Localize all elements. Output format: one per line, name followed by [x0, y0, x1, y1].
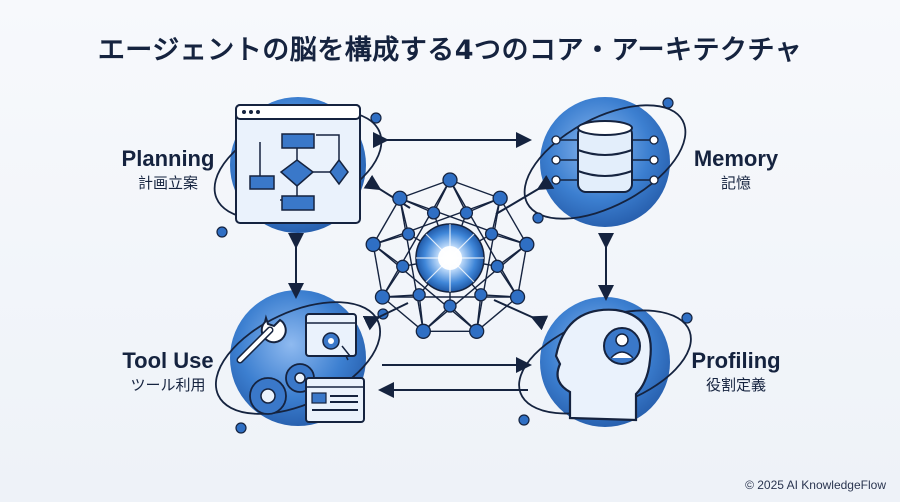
network-link — [476, 296, 518, 332]
network-node — [365, 236, 381, 253]
network-node — [459, 206, 474, 220]
network-node — [442, 172, 458, 188]
network-node — [415, 323, 431, 339]
database-icon — [551, 120, 659, 193]
memory-subtitle: 記憶 — [720, 174, 751, 192]
memory-title: Memory — [693, 146, 779, 171]
network-link — [399, 197, 528, 246]
planning-title: Planning — [121, 146, 215, 171]
network-link — [499, 197, 528, 245]
network-node — [374, 289, 391, 305]
network-link — [449, 179, 501, 199]
flowchart-window-icon — [235, 104, 361, 224]
profiling-subtitle: 役割定義 — [705, 376, 766, 394]
network-node — [401, 227, 416, 241]
network-node — [469, 323, 485, 339]
network-node — [519, 236, 535, 253]
network-link — [382, 296, 424, 332]
network-node — [396, 259, 410, 273]
planning-label: Planning 計画立案 — [108, 146, 228, 194]
profiling-label: Profiling 役割定義 — [676, 348, 796, 396]
network-node — [484, 227, 499, 241]
page-title: エージェントの脳を構成する4つのコア・アーキテクチャ — [97, 35, 803, 66]
network-link — [399, 179, 451, 199]
network-link — [372, 197, 401, 245]
planning-subtitle: 計画立案 — [137, 174, 198, 192]
connection-arrows — [288, 132, 614, 398]
network-node — [474, 288, 488, 302]
wrench-gears-icon — [236, 313, 365, 423]
tool-use-title: Tool Use — [122, 348, 214, 373]
copyright-footer: © 2025 AI KnowledgeFlow — [745, 478, 886, 492]
network-node — [490, 259, 504, 273]
neural-network-icon — [365, 172, 535, 339]
network-link — [372, 244, 384, 298]
network-node — [412, 288, 426, 302]
memory-label: Memory 記憶 — [676, 146, 796, 194]
profiling-title: Profiling — [691, 348, 781, 373]
head-profile-icon — [554, 308, 652, 422]
tool-use-label: Tool Use ツール利用 — [108, 348, 228, 396]
network-node — [392, 190, 408, 206]
network-node — [443, 299, 457, 313]
tool-use-subtitle: ツール利用 — [130, 376, 206, 394]
orbit-dots — [216, 97, 693, 434]
network-node — [492, 190, 508, 206]
network-link — [516, 244, 528, 298]
network-node — [509, 289, 526, 305]
network-node — [426, 206, 441, 220]
